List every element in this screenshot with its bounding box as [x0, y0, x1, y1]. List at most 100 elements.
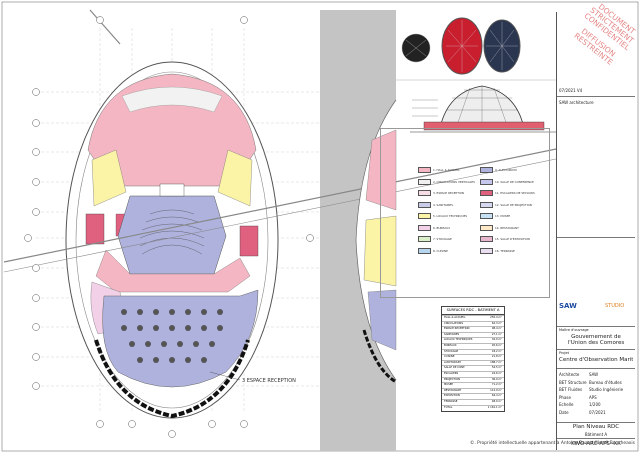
table-cell-value: 255,4 m²	[490, 316, 502, 319]
tb-role-value: Bureau d'études	[589, 379, 622, 385]
legend-label: 6. BUREAUX	[433, 225, 451, 230]
legend-item: 1. HALL & ACCUEIL	[418, 167, 460, 173]
table-row: EXPOSITION 64,4 m²	[442, 393, 504, 398]
surface-table: SURFACES RDC - BATIMENT A HALL & ACCUEIL…	[441, 306, 505, 412]
table-row: HALL & ACCUEIL 255,4 m²	[442, 315, 504, 320]
table-cell-value: 45,6 m²	[491, 344, 502, 347]
table-cell-value: 21,8 m²	[491, 355, 502, 359]
table-cell-value: 98,4 m²	[491, 327, 502, 331]
table-cell-name: SALLE DE CONF.	[444, 366, 465, 370]
table-cell-value: 64,4 m²	[491, 394, 502, 398]
legend-swatch	[480, 190, 493, 196]
table-cell-value: 36,0 m²	[491, 377, 502, 381]
table-cell-name: LOCAUX TECHNIQUES	[444, 338, 473, 342]
legend-item: 12. SALLE DE PROJECTION	[480, 201, 532, 208]
title-block: 07/2021 V4 SAW architecture SAW STUDIO M…	[556, 12, 635, 450]
legend-swatch	[480, 213, 493, 219]
legend-label: 12. SALLE DE PROJECTION	[495, 202, 532, 207]
legend-label: 1. HALL & ACCUEIL	[433, 168, 460, 172]
legend-label: 16. TERRASSE	[495, 248, 515, 253]
legend-item: 11. ESCALIERS DE SECOURS	[480, 190, 535, 196]
table-cell-name: STOCKAGE	[444, 349, 459, 353]
legend-frame	[380, 128, 550, 298]
tb-role-value: SAW	[589, 372, 599, 377]
tb-role-value: 07/2021	[589, 409, 606, 415]
legend-label: 3. ESPACE RECEPTION	[433, 191, 465, 195]
tb-client-1: Gouvernement de	[571, 334, 621, 340]
tb-role-key: Date	[559, 409, 569, 415]
legend-label: 10. SALLE DE CONFERENCE	[495, 179, 534, 184]
table-cell-value: 71,2 m²	[491, 383, 502, 387]
facade-glazing	[94, 339, 250, 419]
table-cell-name: CIRCULATIONS	[444, 321, 464, 325]
table-cell-name: HALL & ACCUEIL	[444, 316, 466, 319]
legend-swatch	[480, 201, 493, 208]
legend-swatch	[418, 201, 431, 208]
table-cell-name: PROJECTION	[444, 377, 460, 381]
table-row: RESTAURANT 112,9 m²	[442, 387, 504, 393]
legend-item: 13. MUSEE	[480, 213, 510, 219]
legend-label: 8. CUISINE	[433, 248, 448, 253]
legend-swatch	[418, 167, 431, 173]
table-cell-name: ESPACE RECEPTION	[444, 327, 470, 331]
tb-role-value: APS	[589, 394, 597, 400]
legend-item: 4. SANITAIRES	[418, 201, 453, 208]
tb-role-key: Architecte	[559, 372, 580, 377]
grid-bubbles	[24, 16, 314, 438]
table-row: CIRCULATIONS 62,3 m²	[442, 320, 504, 326]
legend-label: 14. RESTAURANT	[495, 225, 519, 230]
surface-table-header: SURFACES RDC - BATIMENT A	[442, 307, 504, 315]
zone-yellow-right	[217, 149, 253, 207]
table-cell-value: 24,6 m²	[491, 372, 502, 375]
legend-label: 4. SANITAIRES	[433, 202, 453, 207]
tb-role-row: Architecte SAW	[559, 372, 633, 377]
tb-role-key: BET Fluides	[559, 387, 583, 392]
legend-item: 2. CIRCULATIONS VERTICALES	[418, 178, 475, 185]
table-cell-name: AUDITORIUM	[444, 360, 461, 364]
stairs-right	[239, 225, 259, 257]
table-cell-name: BUREAUX	[444, 344, 457, 347]
legend-label: 9. AUDITORIUM	[495, 168, 517, 172]
legend-label: 13. MUSEE	[495, 214, 511, 218]
tb-role-key: BET Structure	[559, 379, 587, 385]
tb-project: Centre d'Observation Maritime	[559, 357, 633, 363]
legend-item: 10. SALLE DE CONFERENCE	[480, 178, 534, 185]
legend-item: 5. LOCAUX TECHNIQUES	[418, 213, 467, 219]
table-cell-value: 32,0 m²	[491, 338, 502, 342]
table-row: LOCAUX TECHNIQUES 32,0 m²	[442, 337, 504, 342]
tb-client-2: l'Union des Comores	[567, 340, 625, 346]
legend-label: 5. LOCAUX TECHNIQUES	[433, 214, 468, 218]
legend-label: 2. CIRCULATIONS VERTICALES	[433, 179, 475, 184]
legend-label: 15. SALLE D'EXPOSITION	[495, 237, 530, 241]
zone-yellow-left	[91, 149, 127, 207]
legend-label: 7. STOCKAGE	[433, 237, 452, 241]
tb-role-row: Date 07/2021	[559, 410, 633, 415]
tb-role-value: Studio Ingénierie	[589, 387, 624, 392]
tb-role-value: 1/200	[589, 402, 601, 407]
table-cell-name: EXPOSITION	[444, 394, 460, 398]
legend-item: 15. SALLE D'EXPOSITION	[480, 236, 530, 242]
table-cell-value: 54,5 m²	[491, 366, 502, 370]
legend-swatch	[480, 224, 493, 231]
table-cell-value: 62,3 m²	[491, 321, 502, 325]
table-cell-value: 112,9 m²	[490, 388, 502, 392]
table-cell-name: MUSEE	[444, 383, 454, 387]
legend-item: 14. RESTAURANT	[480, 224, 519, 231]
legend-swatch	[480, 167, 493, 173]
beam-1	[3, 139, 601, 263]
tb-date: 07/2021 V4	[559, 88, 583, 93]
tables-group	[121, 309, 223, 363]
tb-ref: KWO-ARC-APS -XX	[571, 441, 621, 447]
legend-swatch	[418, 213, 431, 219]
table-cell-name: RESTAURANT	[444, 388, 462, 392]
tb-logo: SAW	[559, 302, 577, 310]
table-row: PROJECTION 36,0 m²	[442, 376, 504, 382]
legend-label: 11. ESCALIERS DE SECOURS	[495, 191, 535, 195]
